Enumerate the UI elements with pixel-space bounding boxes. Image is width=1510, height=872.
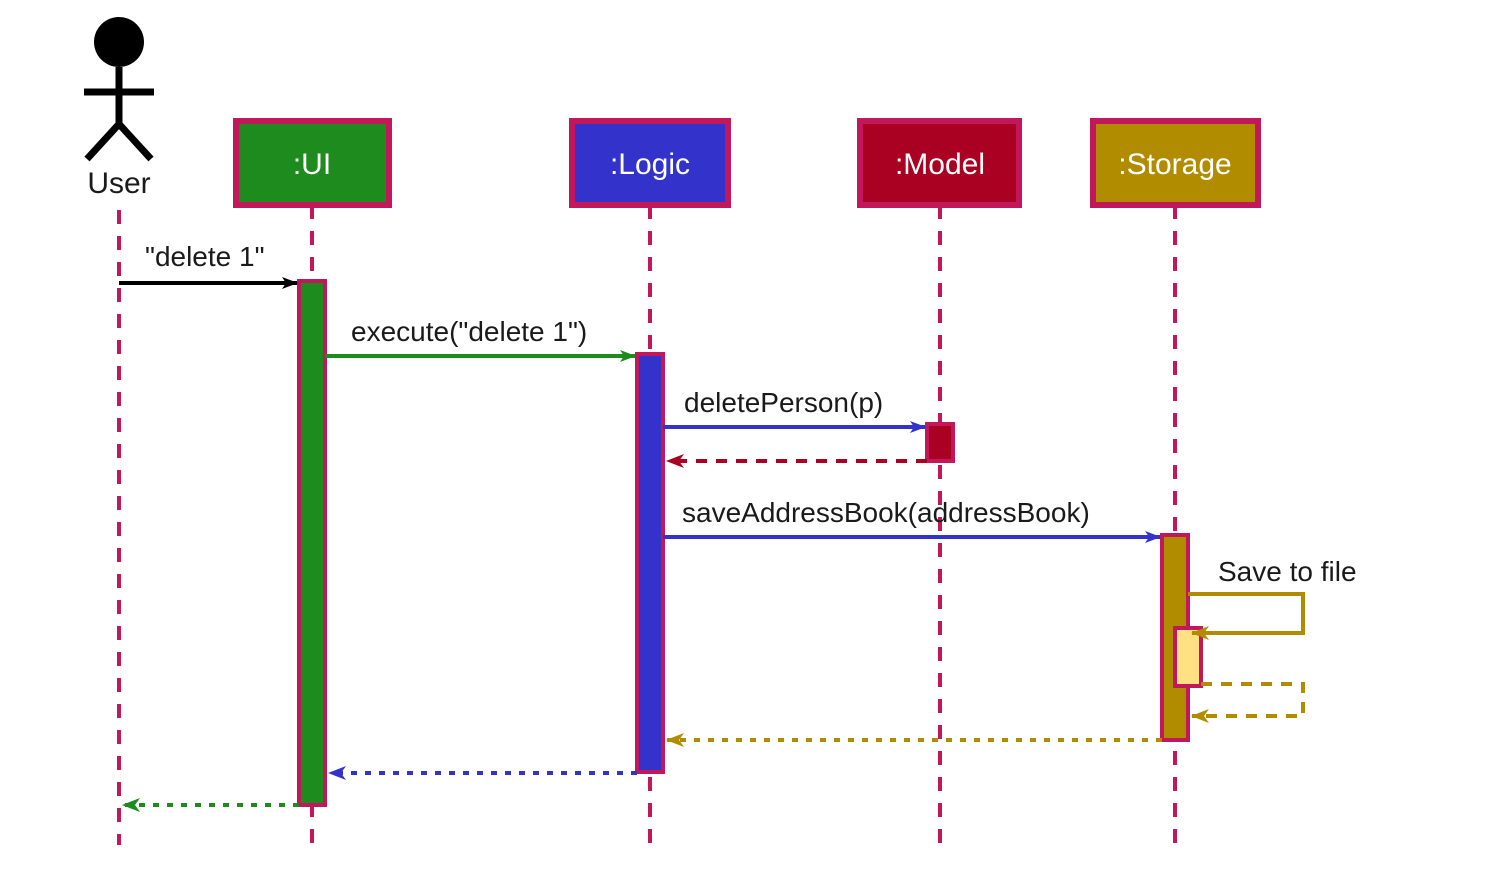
message-save-to-file[interactable]: Save to file (1188, 556, 1357, 640)
participant-ui-box (233, 118, 392, 208)
actor-user[interactable]: User (84, 17, 154, 200)
message-execute-delete-1[interactable]: execute("delete 1") (325, 316, 636, 362)
message-execute-delete-1-label: execute("delete 1") (351, 316, 587, 347)
actor-leg-left-line (84, 121, 122, 162)
activation-bars-group (297, 279, 1203, 807)
actor-leg-right-line (116, 121, 154, 162)
participant-logic[interactable]: :Logic (569, 118, 731, 208)
participant-ui-label: :UI (293, 148, 331, 181)
message-delete-person[interactable]: deletePerson(p) (663, 387, 926, 433)
message-save-to-file-return[interactable] (1191, 682, 1305, 723)
message-delete-person-label: deletePerson(p) (684, 387, 883, 418)
participant-model-label: :Model (895, 148, 985, 181)
participant-storage-box (1090, 118, 1261, 208)
message-save-to-file-return-path (1191, 682, 1305, 723)
participant-ui[interactable]: :UI (233, 118, 392, 208)
actor-label: User (87, 167, 150, 200)
actor-head-icon (94, 17, 144, 67)
participant-model-box (857, 118, 1022, 208)
message-save-to-file-label: Save to file (1218, 556, 1357, 587)
participant-logic-box (569, 118, 731, 208)
message-save-address-book[interactable]: saveAddressBook(addressBook) (663, 497, 1161, 543)
participant-storage-label: :Storage (1118, 148, 1231, 181)
participant-logic-label: :Logic (610, 148, 690, 181)
activation-ui (297, 279, 327, 807)
activation-logic (635, 352, 665, 774)
message-delete-1[interactable]: "delete 1" (119, 241, 298, 289)
message-delete-1-label: "delete 1" (145, 241, 265, 272)
participant-model[interactable]: :Model (857, 118, 1022, 208)
activation-storage-nested (1173, 626, 1203, 688)
message-save-address-book-label: saveAddressBook(addressBook) (682, 497, 1090, 528)
activation-model (925, 422, 955, 463)
message-save-to-file-path (1188, 592, 1305, 640)
participant-storage[interactable]: :Storage (1090, 118, 1261, 208)
